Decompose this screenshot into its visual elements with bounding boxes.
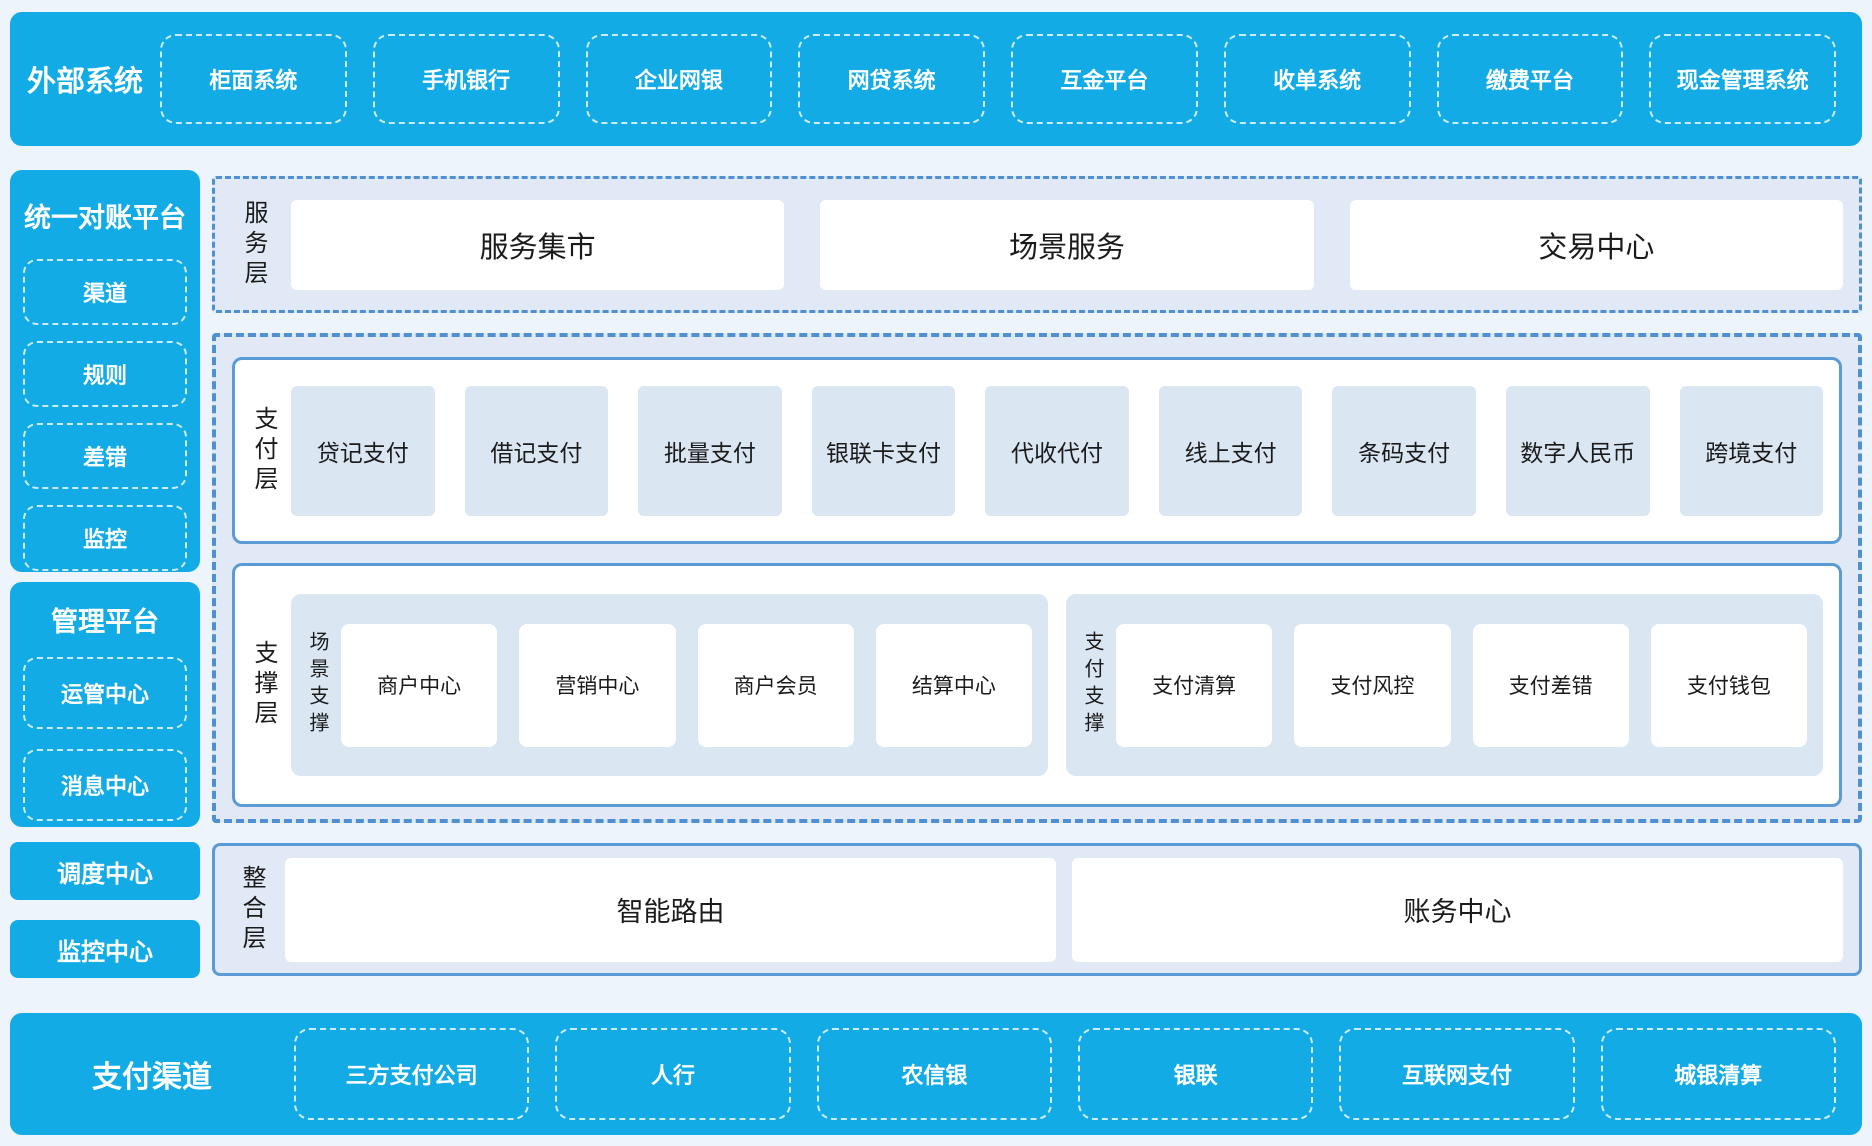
payment-channel-item: 农信银 xyxy=(816,1028,1052,1120)
reconciliation-item: 差错 xyxy=(23,423,187,489)
payment-support-item: 支付清算 xyxy=(1116,623,1273,747)
external-system-item: 网贷系统 xyxy=(798,34,985,124)
payment-channel-item: 银联 xyxy=(1077,1028,1314,1120)
integration-layer-label: 整合层 xyxy=(238,864,265,955)
payment-item: 借记支付 xyxy=(464,385,609,516)
management-item: 消息中心 xyxy=(23,749,187,821)
support-layer-groups: 场景支撑 商户中心 营销中心 商户会员 结算中心 支付支撑 支付清算 支付风控 … xyxy=(291,594,1823,776)
external-systems-title: 外部系统 xyxy=(26,66,143,98)
support-layer-label: 支撑层 xyxy=(250,640,277,730)
payment-layer-items: 贷记支付 借记支付 批量支付 银联卡支付 代收代付 线上支付 条码支付 数字人民… xyxy=(291,385,1824,516)
core-layers-region: 支付层 贷记支付 借记支付 批量支付 银联卡支付 代收代付 线上支付 条码支付 … xyxy=(212,333,1862,823)
external-system-item: 收单系统 xyxy=(1223,34,1411,124)
integration-layer-section: 整合层 智能路由 账务中心 xyxy=(212,843,1862,976)
payment-support-item: 支付钱包 xyxy=(1650,623,1807,747)
scene-support-group: 场景支撑 商户中心 营销中心 商户会员 结算中心 xyxy=(291,594,1048,776)
service-item: 服务集市 xyxy=(291,199,785,290)
payment-channel-item: 三方支付公司 xyxy=(294,1028,530,1120)
reconciliation-item: 监控 xyxy=(23,505,187,571)
payment-support-label: 支付支撑 xyxy=(1081,631,1103,739)
service-layer-label: 服务层 xyxy=(240,199,267,290)
integration-item: 智能路由 xyxy=(285,857,1056,962)
scene-support-item: 商户会员 xyxy=(697,623,854,747)
payment-item: 批量支付 xyxy=(638,385,782,516)
payment-item: 线上支付 xyxy=(1158,385,1303,516)
external-system-item: 缴费平台 xyxy=(1436,34,1624,124)
scene-support-items: 商户中心 营销中心 商户会员 结算中心 xyxy=(341,623,1032,747)
management-platform-panel: 管理平台 运管中心 消息中心 xyxy=(10,582,200,827)
integration-item: 账务中心 xyxy=(1072,857,1843,962)
external-system-item: 现金管理系统 xyxy=(1649,34,1836,124)
payment-item: 数字人民币 xyxy=(1505,385,1650,516)
monitor-center-box: 监控中心 xyxy=(10,920,200,978)
payment-layer-panel: 支付层 贷记支付 借记支付 批量支付 银联卡支付 代收代付 线上支付 条码支付 … xyxy=(232,357,1842,544)
payment-item: 条码支付 xyxy=(1332,385,1476,516)
external-systems-items: 柜面系统 手机银行 企业网银 网贷系统 互金平台 收单系统 缴费平台 现金管理系… xyxy=(160,34,1836,124)
payment-channels-title: 支付渠道 xyxy=(92,1061,212,1094)
external-system-item: 手机银行 xyxy=(372,34,560,124)
external-system-item: 互金平台 xyxy=(1011,34,1198,124)
payment-item: 贷记支付 xyxy=(291,385,435,516)
payment-item: 银联卡支付 xyxy=(811,385,956,516)
service-layer-section: 服务层 服务集市 场景服务 交易中心 xyxy=(212,176,1862,313)
scene-support-item: 营销中心 xyxy=(519,623,676,747)
reconciliation-item: 渠道 xyxy=(23,259,187,325)
integration-layer-items: 智能路由 账务中心 xyxy=(285,857,1843,962)
service-item: 场景服务 xyxy=(820,199,1314,290)
reconciliation-item: 规则 xyxy=(23,341,187,407)
payment-channel-item: 城银清算 xyxy=(1600,1028,1836,1120)
service-item: 交易中心 xyxy=(1349,199,1843,290)
external-system-item: 企业网银 xyxy=(585,34,773,124)
payment-support-item: 支付差错 xyxy=(1472,623,1629,747)
payment-support-group: 支付支撑 支付清算 支付风控 支付差错 支付钱包 xyxy=(1066,594,1823,776)
payment-channel-item: 人行 xyxy=(555,1028,791,1120)
service-layer-items: 服务集市 场景服务 交易中心 xyxy=(291,199,1843,290)
payment-support-items: 支付清算 支付风控 支付差错 支付钱包 xyxy=(1116,623,1807,747)
reconciliation-platform-title: 统一对账平台 xyxy=(24,203,186,233)
payment-item: 跨境支付 xyxy=(1679,385,1824,516)
management-platform-title: 管理平台 xyxy=(51,607,159,637)
payment-channel-item: 互联网支付 xyxy=(1339,1028,1575,1120)
payment-channels-items: 三方支付公司 人行 农信银 银联 互联网支付 城银清算 xyxy=(294,1028,1836,1120)
scene-support-item: 商户中心 xyxy=(341,623,498,747)
dispatch-center-box: 调度中心 xyxy=(10,842,200,900)
payment-channels-bar: 支付渠道 三方支付公司 人行 农信银 银联 互联网支付 城银清算 xyxy=(10,1013,1862,1135)
external-system-item: 柜面系统 xyxy=(160,34,347,124)
payment-support-item: 支付风控 xyxy=(1294,623,1451,747)
external-systems-bar: 外部系统 柜面系统 手机银行 企业网银 网贷系统 互金平台 收单系统 缴费平台 … xyxy=(10,12,1862,146)
scene-support-item: 结算中心 xyxy=(875,623,1032,747)
reconciliation-platform-panel: 统一对账平台 渠道 规则 差错 监控 xyxy=(10,170,200,572)
support-layer-panel: 支撑层 场景支撑 商户中心 营销中心 商户会员 结算中心 支付支撑 支付清算 支… xyxy=(232,563,1842,807)
scene-support-label: 场景支撑 xyxy=(306,631,328,739)
payment-item: 代收代付 xyxy=(985,385,1129,516)
payment-layer-label: 支付层 xyxy=(250,405,277,496)
management-item: 运管中心 xyxy=(23,657,187,729)
